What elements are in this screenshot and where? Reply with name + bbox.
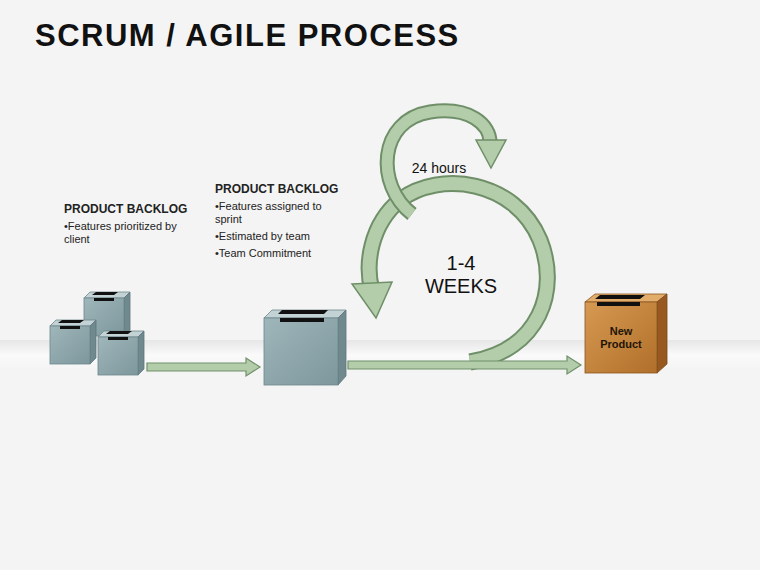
- node-heading: PRODUCT BACKLOG: [64, 202, 204, 216]
- node-heading: PRODUCT BACKLOG: [215, 182, 345, 196]
- backlog-node: PRODUCT BACKLOG•Features assigned to spr…: [264, 310, 346, 385]
- backlog-node: PRODUCT BACKLOG•Features prioritized by …: [48, 290, 145, 375]
- diagram-title: SCRUM / AGILE PROCESS: [35, 18, 460, 54]
- flow-arrow: [348, 356, 581, 374]
- bullet-text: •Estimated by team: [215, 230, 345, 243]
- product-node: New Product: [585, 294, 667, 373]
- sprint-cube: [264, 310, 346, 385]
- backlog-cubes: [50, 292, 144, 375]
- flow-arrow: [147, 358, 260, 376]
- box-label-wrap: New Product: [589, 325, 653, 351]
- bullet-text: •Team Commitment: [215, 247, 345, 260]
- bullet-text: •Features prioritized by client: [64, 220, 204, 246]
- sprint-length-label: 1-4 WEEKS: [418, 252, 504, 298]
- node-caption: PRODUCT BACKLOG •Features assigned to spr…: [215, 182, 345, 264]
- daily-label: 24 hours: [402, 160, 476, 176]
- box-label: New Product: [589, 325, 653, 351]
- node-caption: PRODUCT BACKLOG •Features prioritized by …: [64, 202, 204, 250]
- bullet-text: •Features assigned to sprint: [215, 200, 345, 226]
- sprint-loop: [352, 111, 547, 362]
- product-box: [585, 294, 667, 373]
